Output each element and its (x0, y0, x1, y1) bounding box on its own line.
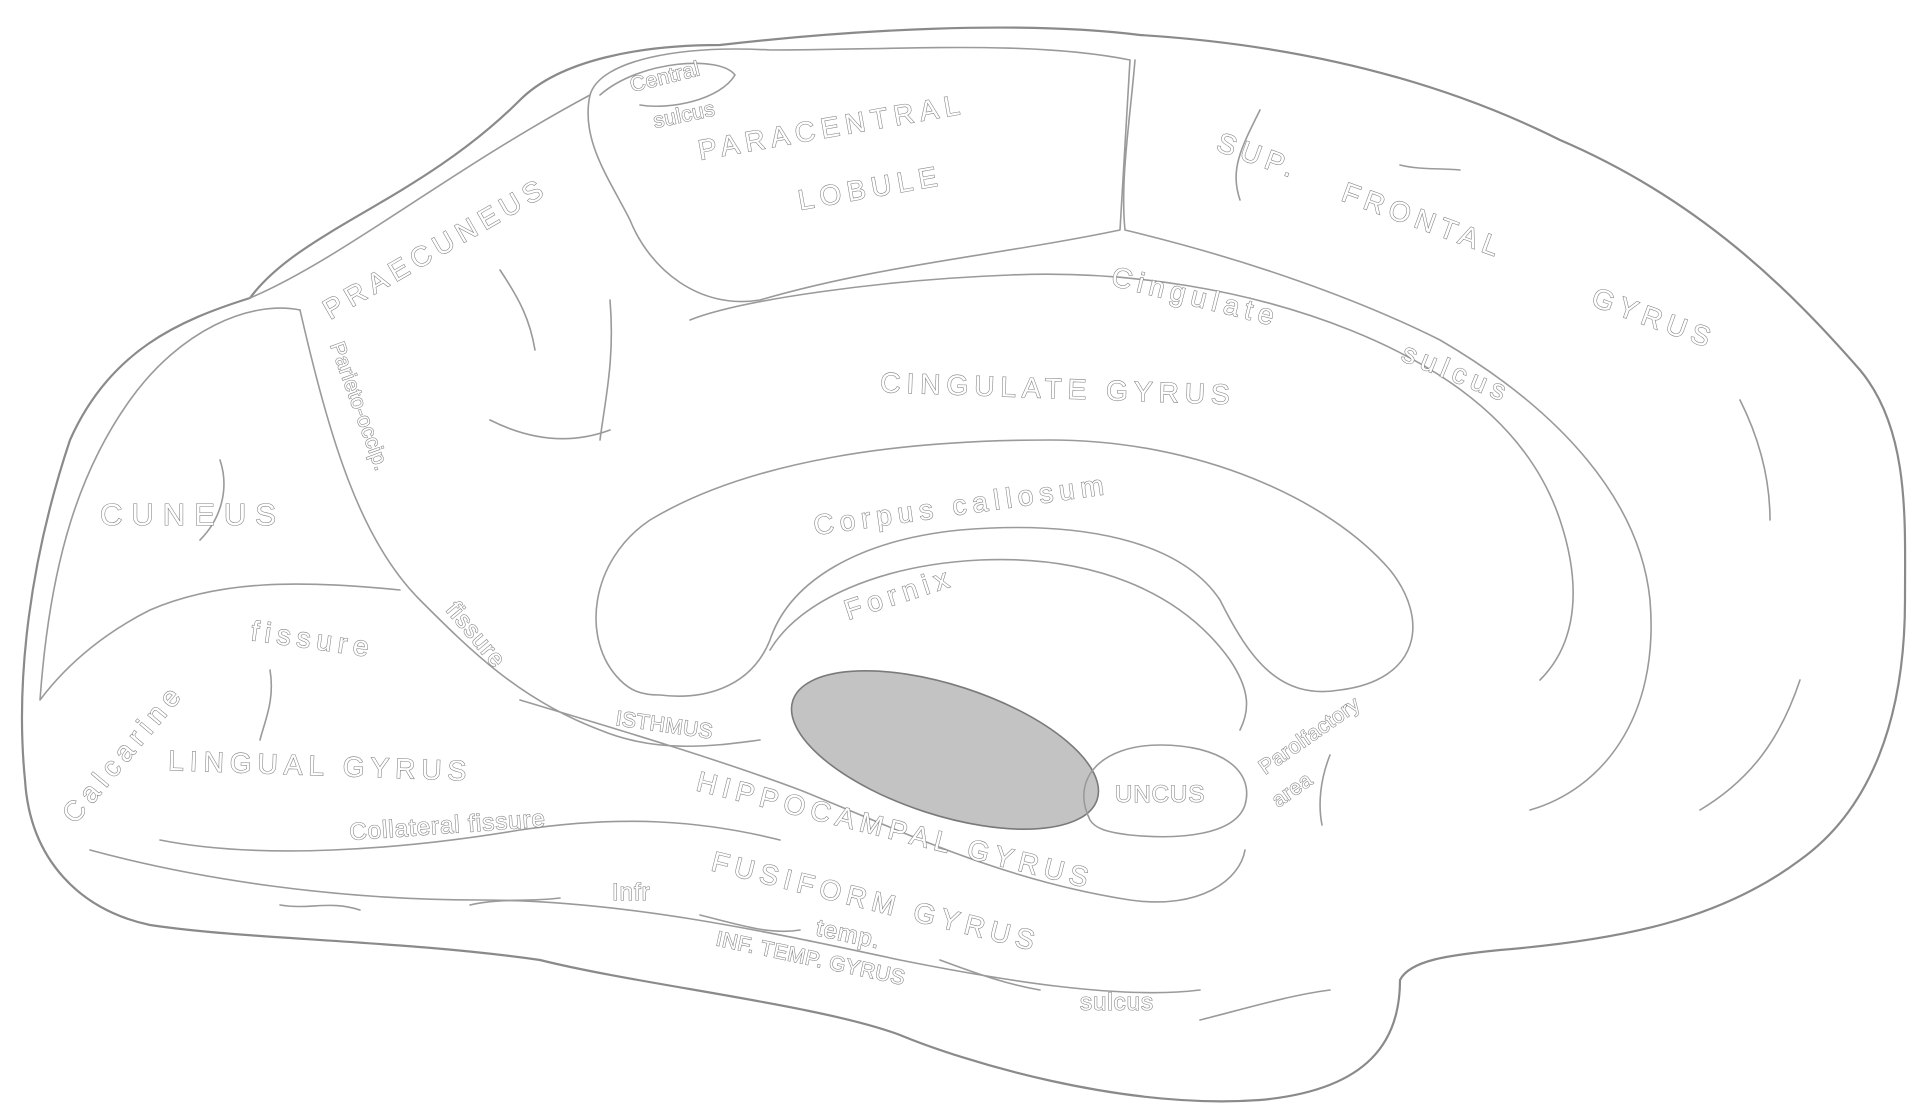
label-fissure-parieto: fissure (440, 597, 511, 674)
cuneus-outline (39, 307, 401, 701)
praecuneus-sulcus-2 (599, 299, 613, 441)
central-sulcus-line (599, 62, 736, 108)
label-calcarine-fissure: fissure (249, 615, 377, 663)
label-cingulate-sulcus-1: Cingulate (1109, 261, 1284, 333)
corpus-callosum-outline (595, 439, 1414, 697)
label-lobule: LOBULE (796, 160, 946, 216)
frontal-sulcus-4 (1699, 679, 1801, 811)
label-infr: Infr (612, 879, 651, 906)
sup-frontal-sulcus (1235, 109, 1261, 201)
label-parieto-occip: Parieto-occip. (325, 339, 393, 474)
label-uncus: UNCUS (1115, 781, 1205, 808)
brain-outline (20, 26, 1907, 1103)
label-sulcus-bottom: sulcus (1080, 989, 1154, 1016)
label-central-sulcus-1: Central (628, 57, 703, 97)
label-cingulate-gyrus: CINGULATE GYRUS (880, 367, 1236, 410)
inf-temporal-sulcus-2 (469, 897, 561, 906)
frontal-sulcus-2 (1399, 164, 1461, 171)
inf-temporal-sulcus-1 (279, 904, 361, 911)
fornix-outline (769, 558, 1248, 731)
label-gyrus-frontal: GYRUS (1588, 282, 1720, 355)
label-cingulate-sulcus-2: sulcus (1398, 337, 1517, 409)
label-frontal: FRONTAL (1338, 177, 1509, 264)
hippocampal-gyrus-outline (519, 699, 1246, 903)
label-praecuneus: PRAECUNEUS (318, 171, 554, 325)
label-lingual-gyrus: LINGUAL GYRUS (168, 745, 473, 787)
label-cuneus: CUNEUS (100, 497, 285, 532)
collateral-fissure-line (159, 820, 781, 852)
cingulate-sulcus-line (689, 273, 1574, 681)
inf-temporal-sulcus-5 (1199, 989, 1331, 1021)
inf-temporal-sulcus-3 (699, 914, 801, 933)
praecuneus-sulcus-1 (499, 269, 536, 351)
fusiform-gyrus-outline (89, 849, 1201, 994)
label-paracentral: PARACENTRAL (696, 88, 968, 166)
label-parolfactory: Parolfactory (1255, 693, 1365, 780)
frontal-sulcus-3 (1739, 399, 1771, 521)
lingual-sulcus (259, 669, 273, 741)
shaded-thalamus-region (790, 670, 1100, 830)
paracentral-lobule-outline (587, 46, 1131, 303)
label-sup: SUP. (1213, 127, 1304, 185)
label-central-sulcus-2: sulcus (651, 97, 717, 132)
parolfactory-sulcus (1319, 754, 1331, 826)
cuneus-sulcus (199, 459, 225, 541)
inf-temporal-sulcus-4 (939, 959, 1041, 991)
frontal-divide-line (1122, 59, 1652, 811)
label-parolfactory-area: area (1268, 768, 1317, 812)
label-isthmus: ISTHMUS (614, 707, 714, 743)
uncus-outline (1083, 744, 1248, 838)
praecuneus-sulcus-3 (489, 419, 611, 440)
